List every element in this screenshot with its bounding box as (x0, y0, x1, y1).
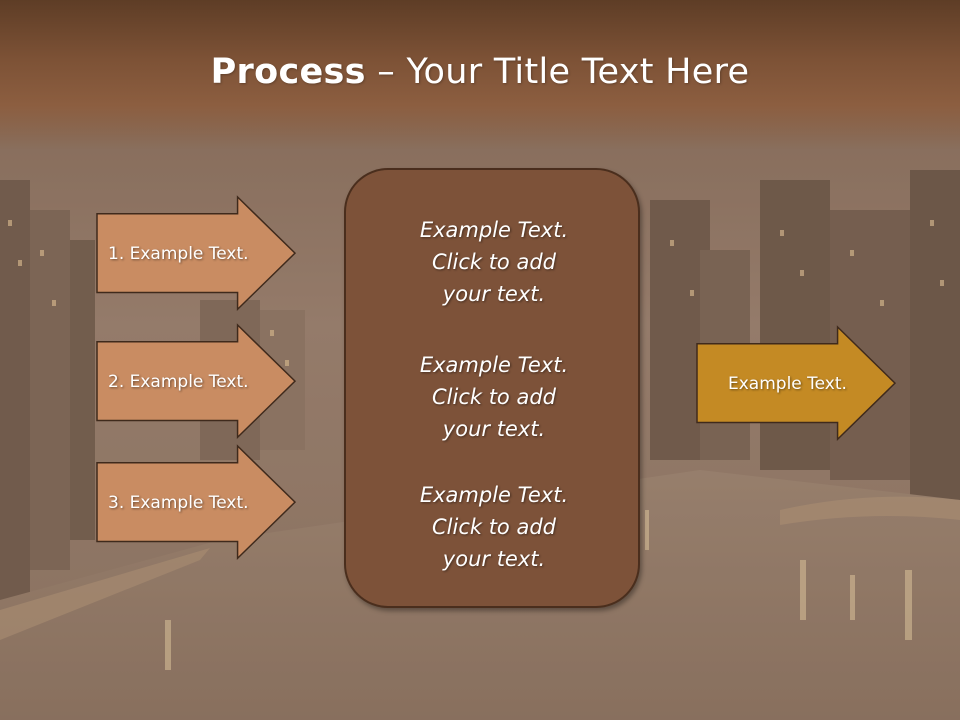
panel-block-1-line-2: Click to add (431, 250, 556, 274)
panel-block-2-line-3: your text. (442, 417, 546, 441)
panel-block-3-line-1: Example Text. (419, 483, 569, 507)
left-arrow-3[interactable]: 3. Example Text. (96, 444, 298, 561)
left-arrow-1[interactable]: 1. Example Text. (96, 195, 298, 312)
left-arrow-2-label: 2. Example Text. (108, 372, 249, 392)
title-band (0, 0, 960, 150)
right-arrow-shape-icon (696, 325, 897, 442)
right-arrow[interactable]: Example Text. (696, 325, 898, 442)
panel-block-1-line-3: your text. (442, 282, 546, 306)
left-arrow-3-label: 3. Example Text. (108, 493, 249, 513)
panel-block-3-line-2: Click to add (431, 515, 556, 539)
right-arrow-label: Example Text. (728, 374, 847, 394)
center-text-panel[interactable]: Example Text. Click to add your text. Ex… (344, 168, 640, 608)
panel-text-block-3: Example Text. Click to add your text. (346, 479, 642, 575)
slide-title[interactable]: Process – Your Title Text Here (0, 52, 960, 92)
panel-block-3-line-3: your text. (442, 547, 546, 571)
panel-block-2-line-2: Click to add (431, 385, 556, 409)
panel-block-2-line-1: Example Text. (419, 353, 569, 377)
right-arrow-shape-icon (96, 323, 297, 440)
title-bold: Process (210, 52, 366, 92)
panel-text-block-1: Example Text. Click to add your text. (346, 214, 642, 310)
right-arrow-shape-icon (96, 195, 297, 312)
panel-text-block-2: Example Text. Click to add your text. (346, 349, 642, 445)
right-arrow-shape-icon (96, 444, 297, 561)
panel-block-1-line-1: Example Text. (419, 218, 569, 242)
title-rest: – Your Title Text Here (365, 52, 750, 92)
left-arrow-1-label: 1. Example Text. (108, 244, 249, 264)
left-arrow-2[interactable]: 2. Example Text. (96, 323, 298, 440)
